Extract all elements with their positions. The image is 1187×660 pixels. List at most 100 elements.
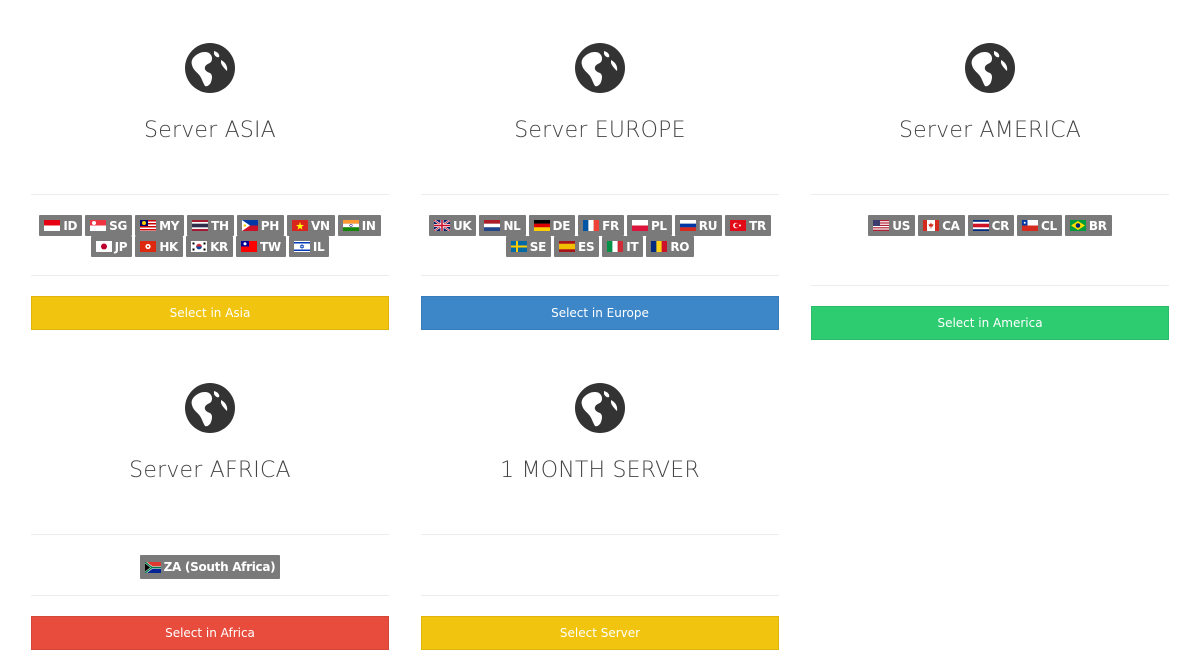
japan-flag-icon xyxy=(95,241,112,252)
flag-badge-kr: KR xyxy=(186,236,234,257)
costa-rica-flag-icon xyxy=(972,220,989,231)
flag-badge-de: DE xyxy=(528,215,576,236)
flag-label: TW xyxy=(260,239,281,254)
card-title: Server ASIA xyxy=(144,118,276,143)
south-africa-flag-icon xyxy=(144,561,161,573)
flag-label: US xyxy=(892,218,911,233)
globe-americas-icon xyxy=(185,43,235,93)
select-africa-button[interactable]: Select in Africa xyxy=(31,616,389,650)
flag-label: BR xyxy=(1088,218,1107,233)
flag-label: NL xyxy=(503,218,521,233)
globe-americas-icon xyxy=(575,383,625,433)
flag-label: IL xyxy=(312,239,325,254)
russia-flag-icon xyxy=(679,220,696,231)
flag-badge-ph: PH xyxy=(236,215,284,236)
flag-badge-uk: UK xyxy=(428,215,477,236)
flag-label: RO xyxy=(670,239,690,254)
poland-flag-icon xyxy=(631,220,648,231)
flag-badge-jp: JP xyxy=(90,236,133,257)
india-flag-icon xyxy=(342,220,359,231)
flag-badge-id: ID xyxy=(39,215,83,236)
flag-badge-ca: CA xyxy=(918,215,965,236)
flag-label: CL xyxy=(1041,218,1057,233)
flag-badge-th: TH xyxy=(187,215,234,236)
flag-list: ID SG MY TH PH VN IN JP HK KR TW IL xyxy=(31,215,389,257)
card-title: 1 MONTH SERVER xyxy=(500,458,700,483)
flag-badge-in: IN xyxy=(337,215,381,236)
select-asia-button[interactable]: Select in Asia xyxy=(31,296,389,330)
flag-badge-nl: NL xyxy=(479,215,526,236)
flag-label: PL xyxy=(650,218,667,233)
flag-label: SE xyxy=(529,239,547,254)
flag-label: MY xyxy=(159,218,180,233)
flag-label: UK xyxy=(452,218,472,233)
divider xyxy=(421,595,779,596)
flag-label: TH xyxy=(211,218,229,233)
flag-label: ID xyxy=(63,218,78,233)
flag-badge-tw: TW xyxy=(236,236,286,257)
card-title: Server AFRICA xyxy=(129,458,291,483)
flag-label: TR xyxy=(749,218,766,233)
flag-label: IT xyxy=(626,239,639,254)
flag-label: KR xyxy=(210,239,229,254)
globe-americas-icon xyxy=(185,383,235,433)
flag-list: UK NL DE FR PL RU TR SE ES IT RO xyxy=(421,215,779,257)
hong-kong-flag-icon xyxy=(140,241,157,252)
flag-label: CR xyxy=(991,218,1010,233)
divider xyxy=(421,534,779,535)
flag-label: DE xyxy=(552,218,571,233)
canada-flag-icon xyxy=(923,220,940,231)
flag-badge-ru: RU xyxy=(674,215,723,236)
globe-americas-icon xyxy=(575,43,625,93)
singapore-flag-icon xyxy=(90,220,107,231)
flag-badge-us: US xyxy=(868,215,916,236)
select-server-button[interactable]: Select Server xyxy=(421,616,779,650)
flag-badge-fr: FR xyxy=(578,215,624,236)
turkey-flag-icon xyxy=(730,220,747,231)
vietnam-flag-icon xyxy=(292,220,308,231)
divider xyxy=(31,194,389,195)
flag-label: SG xyxy=(109,218,128,233)
flag-badge-ro: RO xyxy=(646,236,695,257)
romania-flag-icon xyxy=(651,241,668,252)
brazil-flag-icon xyxy=(1069,220,1086,231)
globe-americas-icon xyxy=(965,43,1015,93)
flag-badge-se: SE xyxy=(505,236,552,257)
chile-flag-icon xyxy=(1022,220,1039,231)
israel-flag-icon xyxy=(293,241,310,252)
flag-badge-cl: CL xyxy=(1017,215,1062,236)
divider xyxy=(421,275,779,276)
flag-label: JP xyxy=(114,239,128,254)
flag-label: PH xyxy=(260,218,280,233)
flag-label: RU xyxy=(698,218,718,233)
malaysia-flag-icon xyxy=(140,220,157,231)
uk-flag-icon xyxy=(433,220,450,231)
select-america-button[interactable]: Select in America xyxy=(811,306,1169,340)
flag-label: ZA (South Africa) xyxy=(163,560,276,574)
france-flag-icon xyxy=(583,220,600,231)
divider xyxy=(811,285,1169,286)
flag-badge-tr: TR xyxy=(725,215,771,236)
flag-label: HK xyxy=(159,239,179,254)
flag-badge-sg: SG xyxy=(85,215,133,236)
italy-flag-icon xyxy=(607,241,624,252)
flag-badge-vn: VN xyxy=(287,215,335,236)
taiwan-flag-icon xyxy=(241,241,258,252)
flag-badge-za: ZA (South Africa) xyxy=(139,555,281,579)
flag-badge-cr: CR xyxy=(967,215,1015,236)
select-europe-button[interactable]: Select in Europe xyxy=(421,296,779,330)
card-title: Server AMERICA xyxy=(898,118,1082,143)
philippines-flag-icon xyxy=(241,220,258,231)
divider xyxy=(31,595,389,596)
flag-label: FR xyxy=(602,218,619,233)
flag-badge-il: IL xyxy=(288,236,330,257)
indonesia-flag-icon xyxy=(44,220,61,231)
thailand-flag-icon xyxy=(192,220,209,231)
sweden-flag-icon xyxy=(510,241,527,252)
netherlands-flag-icon xyxy=(484,220,501,231)
divider xyxy=(811,194,1169,195)
spain-flag-icon xyxy=(559,241,576,252)
flag-label: VN xyxy=(311,218,330,233)
flag-label: ES xyxy=(578,239,595,254)
flag-badge-my: MY xyxy=(135,215,185,236)
